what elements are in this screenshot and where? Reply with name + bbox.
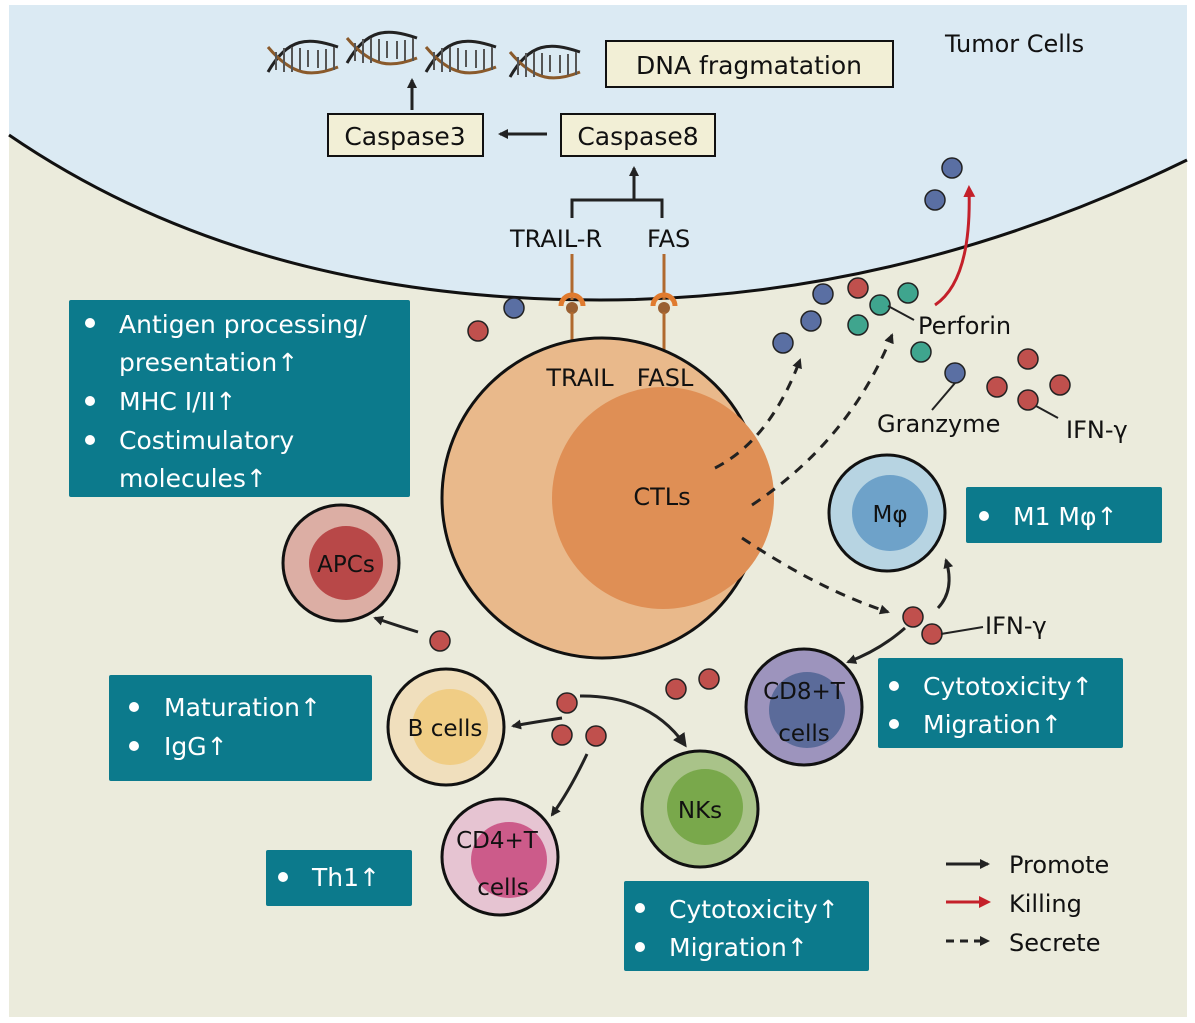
granzyme-leader xyxy=(931,382,956,411)
effect-text: Cytotoxicity↑ xyxy=(669,895,839,924)
effect-text: Th1↑ xyxy=(311,863,380,892)
perforin-leader xyxy=(887,305,915,321)
secrete-ifn-gamma-arrow xyxy=(741,536,890,615)
dna-fragmentation-box xyxy=(605,40,894,88)
killing-arrow xyxy=(934,185,976,307)
secrete-perforin-arrow xyxy=(751,333,894,507)
ifn-gamma-leader xyxy=(1035,405,1059,419)
tumor-membrane xyxy=(8,133,1188,302)
granzyme-in-tumor xyxy=(941,157,963,179)
perforin-molecule xyxy=(910,341,932,363)
cd4-t-cell: CD4+T cells xyxy=(440,797,560,917)
effect-text: Costimulatory xyxy=(119,426,294,455)
ifn-gamma-molecule xyxy=(1017,348,1039,370)
ifn-gamma-molecule xyxy=(1017,389,1039,411)
legend-killing-label: Killing xyxy=(1009,890,1082,918)
macrophage-label: Mφ xyxy=(872,502,907,528)
ifn-to-macrophage-arrow xyxy=(936,558,954,610)
b-cell-effects-box: Maturation↑ IgG↑ xyxy=(109,675,372,781)
ifn-to-bcell-arrow xyxy=(511,716,563,730)
cd8-effects-box: Cytotoxicity↑ Migration↑ xyxy=(878,658,1123,748)
nk-label: NKs xyxy=(678,798,722,824)
effect-text: presentation↑ xyxy=(119,348,298,377)
granzyme-molecule xyxy=(503,297,525,319)
perforin-molecule xyxy=(897,282,919,304)
effect-text: MHC I/II↑ xyxy=(119,387,236,416)
caspase3-box xyxy=(327,113,484,157)
effect-text: Maturation↑ xyxy=(164,693,321,722)
effect-text: Migration↑ xyxy=(669,933,808,962)
effect-text: Migration↑ xyxy=(923,710,1062,739)
ifn-gamma-molecule xyxy=(1049,374,1071,396)
cd8-t-cell: CD8+T cells xyxy=(744,647,864,767)
nk-effects-box: Cytotoxicity↑ Migration↑ xyxy=(624,881,869,971)
effect-text: M1 Mφ↑ xyxy=(1013,502,1117,531)
ifn-gamma-molecule xyxy=(551,724,573,746)
ifn-gamma-leader-2 xyxy=(940,626,984,635)
effect-text: IgG↑ xyxy=(164,732,228,761)
ifn-gamma-molecule xyxy=(585,725,607,747)
perforin-molecule xyxy=(869,294,891,316)
ifn-gamma-molecule xyxy=(429,630,451,652)
caspase8-label: Caspase8 xyxy=(577,122,698,151)
granzyme-molecule xyxy=(772,332,794,354)
ifn-to-cd4-arrow xyxy=(550,753,589,817)
legend-secrete-label: Secrete xyxy=(1009,929,1100,957)
ifn-gamma-molecule xyxy=(986,376,1008,398)
caspase8-box xyxy=(560,113,716,157)
granzyme-in-tumor xyxy=(924,189,946,211)
b-cell: B cells xyxy=(386,667,506,787)
fas-receptor-ligand-icon xyxy=(650,254,678,350)
effect-text: Antigen processing/ xyxy=(119,310,367,339)
cd8-label-line1: CD8+T xyxy=(763,679,846,705)
ifn-gamma-molecule xyxy=(698,668,720,690)
legend-promote-label: Promote xyxy=(1009,851,1109,879)
dna-fragmentation-label: DNA fragmatation xyxy=(636,51,862,80)
ifn-to-nk-arrow xyxy=(579,694,687,748)
caspase3-label: Caspase3 xyxy=(344,122,465,151)
effect-text: molecules↑ xyxy=(119,464,267,493)
nk-cell: NKs xyxy=(640,749,760,869)
trail-label: TRAIL xyxy=(545,364,614,392)
apc-effects-box: Antigen processing/ presentation↑ MHC I/… xyxy=(69,300,410,497)
fas-label: FAS xyxy=(647,225,690,253)
granzyme-molecule xyxy=(944,362,966,384)
cd4-effects-box: Th1↑ xyxy=(266,850,412,906)
ifn-gamma-label: IFN-γ xyxy=(1066,416,1128,444)
perforin-label: Perforin xyxy=(918,312,1011,340)
macrophage-effects-box: M1 Mφ↑ xyxy=(966,487,1162,543)
ifn-gamma-molecule xyxy=(556,692,578,714)
granzyme-molecule xyxy=(800,310,822,332)
apc-label: APCs xyxy=(317,552,375,578)
perforin-molecule xyxy=(847,314,869,336)
granzyme-molecule xyxy=(812,283,834,305)
ifn-gamma-molecule xyxy=(665,678,687,700)
ifn-gamma-molecule xyxy=(467,320,489,342)
apc-cell: APCs xyxy=(281,503,401,623)
cd4-label-line1: CD4+T xyxy=(456,828,539,854)
ifn-to-cd8-arrow xyxy=(846,626,906,664)
ifn-gamma-label-2: IFN-γ xyxy=(985,612,1047,640)
ifn-gamma-molecule xyxy=(902,606,924,628)
ifn-gamma-molecule xyxy=(921,623,943,645)
macrophage-cell: Mφ xyxy=(827,453,947,573)
cd8-label-line2: cells xyxy=(778,721,830,747)
ifn-gamma-molecule xyxy=(847,277,869,299)
ctl-label: CTLs xyxy=(633,483,690,511)
granzyme-label: Granzyme xyxy=(877,410,1000,438)
legend: Promote Killing Secrete xyxy=(946,851,1109,957)
ctl-nucleus xyxy=(552,387,774,609)
molecules xyxy=(429,157,1071,747)
tumor-cells-label: Tumor Cells xyxy=(944,30,1084,58)
ifn-to-apc-arrow xyxy=(373,615,419,634)
receptor-bracket xyxy=(570,198,664,218)
trail-r-label: TRAIL-R xyxy=(509,225,602,253)
cd4-label-line2: cells xyxy=(477,875,529,901)
effect-text: Cytotoxicity↑ xyxy=(923,672,1093,701)
fasl-label: FASL xyxy=(637,364,694,392)
b-cell-label: B cells xyxy=(408,716,483,742)
